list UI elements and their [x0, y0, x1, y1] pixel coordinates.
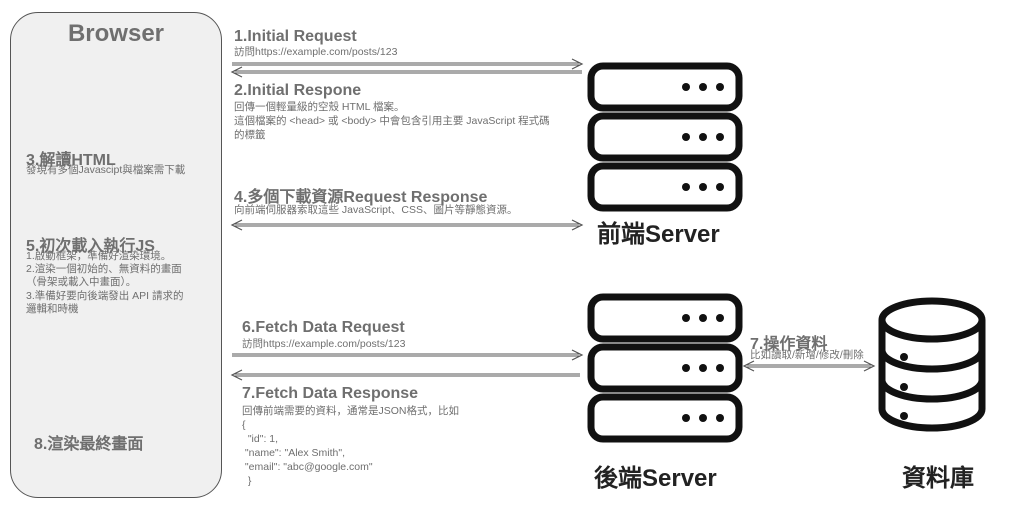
step8-title: 8.渲染最終畫面: [34, 436, 144, 453]
step5-line-2: 2.渲染一個初始的、無資料的畫面: [26, 263, 182, 275]
step7-line-4: "name": "Alex Smith",: [242, 447, 346, 459]
step1-text: 訪問https://example.com/posts/123: [234, 46, 398, 58]
step7-line-3: "id": 1,: [242, 433, 279, 445]
db-op-text: 比如讀取/新增/修改/刪除: [750, 349, 864, 361]
frontend-server-icon: [587, 62, 743, 212]
step5-line-5: 邏輯和時機: [26, 303, 79, 315]
step7-line-1: 回傳前端需要的資料，通常是JSON格式，比如: [242, 405, 460, 417]
step6-text: 訪問https://example.com/posts/123: [242, 338, 406, 350]
step2-title: 2.Initial Respone: [234, 82, 362, 99]
step1-title: 1.Initial Request: [234, 28, 357, 45]
frontend-server-label: 前端Server: [597, 221, 720, 248]
arrow-step4-bidirectional: [230, 219, 584, 231]
arrow-step2-response: [230, 66, 582, 78]
backend-server-label: 後端Server: [594, 465, 717, 492]
step2-line-2: 這個檔案的 <head> 或 <body> 中會包含引用主要 JavaScrip…: [234, 115, 550, 127]
step6-title: 6.Fetch Data Request: [242, 319, 405, 336]
step7-line-2: {: [242, 419, 246, 431]
arrow-step7-fetch-response: [230, 369, 580, 381]
database-icon: [878, 297, 986, 432]
step4-text: 向前端伺服器索取這些 JavaScript、CSS、圖片等靜態資源。: [234, 204, 518, 216]
step4-title: 4.多個下載資源Request Response: [234, 189, 488, 206]
arrow-db-operation: [742, 360, 876, 372]
step5-line-3: （骨架或載入中畫面）。: [26, 276, 137, 288]
step7-line-5: "email": "abc@google.com": [242, 461, 373, 473]
step5-line-1: 1.啟動框架，準備好渲染環境。: [26, 250, 172, 262]
step3-text: 發現有多個Javascipt與檔案需下載: [26, 164, 186, 176]
database-lights: [900, 353, 908, 420]
arrow-step6-fetch-request: [232, 349, 584, 361]
arrow-step1-request: [232, 58, 584, 70]
step7-title: 7.Fetch Data Response: [242, 385, 419, 402]
step2-line-3: 的標籤: [234, 129, 266, 141]
backend-server-lights: [682, 314, 724, 422]
step7-line-6: }: [242, 475, 252, 487]
step3-title: 3.解讀HTML: [26, 152, 116, 169]
browser-panel: [10, 12, 222, 498]
browser-title: Browser: [67, 20, 165, 47]
backend-server-icon: [587, 293, 743, 443]
database-label: 資料庫: [902, 465, 974, 492]
db-op-title: 7.操作資料: [750, 336, 828, 353]
step2-line-1: 回傳一個輕量級的空殼 HTML 檔案。: [234, 101, 405, 113]
step5-title: 5.初次載入執行JS: [26, 238, 155, 255]
step5-line-4: 3.準備好要向後端發出 API 請求的: [26, 290, 184, 302]
frontend-server-lights: [682, 83, 724, 191]
